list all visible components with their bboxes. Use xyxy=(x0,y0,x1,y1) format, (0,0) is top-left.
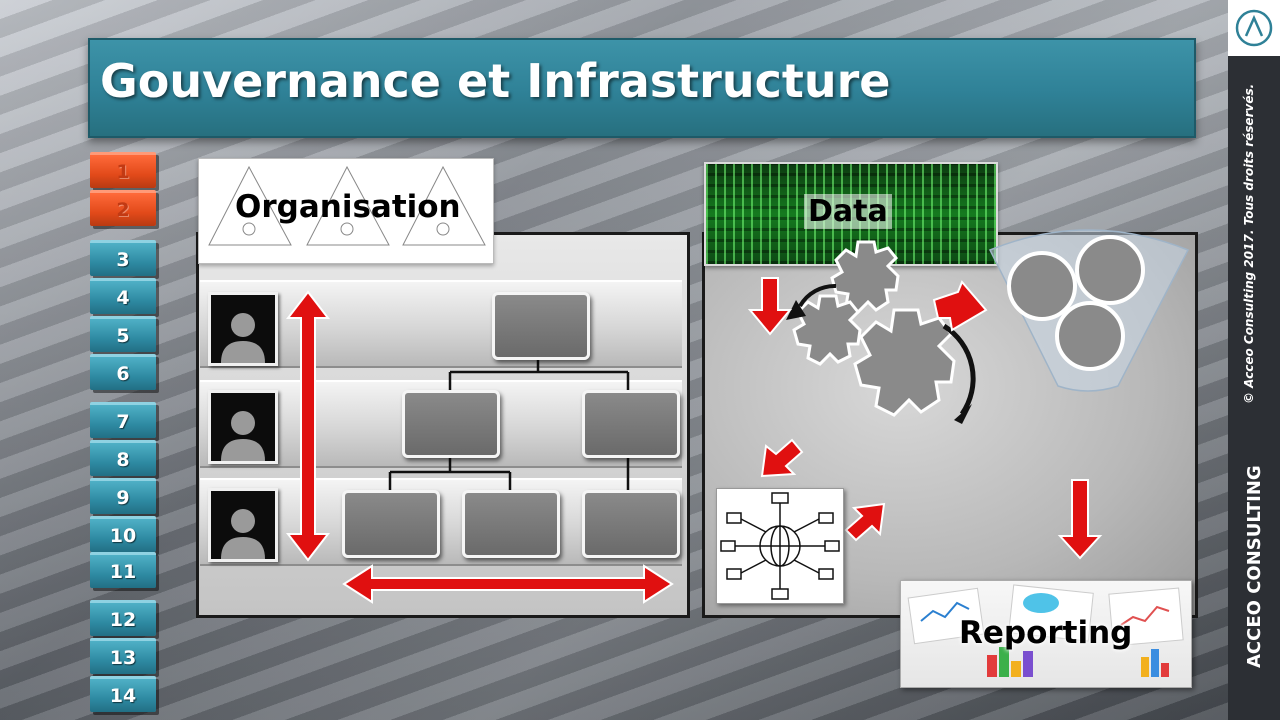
right-brand-band xyxy=(1228,0,1280,720)
org-box-bottom-right xyxy=(582,490,680,558)
person-avatar xyxy=(208,390,278,464)
nav-button-2[interactable]: 2 xyxy=(90,190,156,226)
nav-button-5[interactable]: 5 xyxy=(90,316,156,352)
data-label: Data xyxy=(804,194,892,229)
vertical-double-arrow xyxy=(285,290,331,562)
nav-button-10[interactable]: 10 xyxy=(90,516,156,552)
reporting-label: Reporting xyxy=(959,615,1133,651)
arrow-to-network xyxy=(760,438,804,478)
nav-button-6[interactable]: 6 xyxy=(90,354,156,390)
globe-network-icon xyxy=(720,492,840,600)
funnel-icon xyxy=(988,229,1190,392)
org-box-bottom-left xyxy=(342,490,440,558)
gears-icon xyxy=(792,240,956,417)
nav-button-8[interactable]: 8 xyxy=(90,440,156,476)
arrow-down-to-reporting xyxy=(1057,479,1103,560)
flow-arrows xyxy=(747,277,1103,560)
org-box-top xyxy=(492,292,590,360)
org-box-middle-right xyxy=(582,390,680,458)
nav-button-13[interactable]: 13 xyxy=(90,638,156,674)
person-avatar xyxy=(208,292,278,366)
arrow-down-to-gears xyxy=(747,277,793,336)
org-box-middle-left xyxy=(402,390,500,458)
arrow-from-network xyxy=(844,502,886,542)
organisation-header: Organisation xyxy=(198,158,494,264)
nav-button-4[interactable]: 4 xyxy=(90,278,156,314)
data-header: Data xyxy=(704,162,998,266)
page-title: Gouvernance et Infrastructure xyxy=(100,54,891,108)
nav-button-12[interactable]: 12 xyxy=(90,600,156,636)
nav-button-3[interactable]: 3 xyxy=(90,240,156,276)
nav-button-11[interactable]: 11 xyxy=(90,552,156,588)
network-diagram xyxy=(716,488,844,604)
person-icon xyxy=(221,411,265,461)
person-icon xyxy=(221,509,265,559)
nav-button-14[interactable]: 14 xyxy=(90,676,156,712)
acceo-logo xyxy=(1228,0,1280,56)
nav-button-7[interactable]: 7 xyxy=(90,402,156,438)
nav-button-1[interactable]: 1 xyxy=(90,152,156,188)
logo-icon xyxy=(1235,9,1273,47)
organisation-label: Organisation xyxy=(235,189,461,225)
reporting-box: Reporting xyxy=(900,580,1192,688)
org-shelf-level-1 xyxy=(200,280,682,368)
org-box-bottom-center xyxy=(462,490,560,558)
organisation-triangles-icon xyxy=(208,165,486,246)
nav-button-9[interactable]: 9 xyxy=(90,478,156,514)
title-banner: Gouvernance et Infrastructure xyxy=(88,38,1196,138)
person-avatar xyxy=(208,488,278,562)
rotation-arrow-large xyxy=(942,323,976,416)
person-icon xyxy=(221,313,265,363)
arrow-right-to-funnel xyxy=(932,280,988,332)
horizontal-double-arrow xyxy=(342,564,674,604)
rotation-arrow-small xyxy=(798,283,837,308)
reporting-charts-icon xyxy=(907,584,1184,677)
